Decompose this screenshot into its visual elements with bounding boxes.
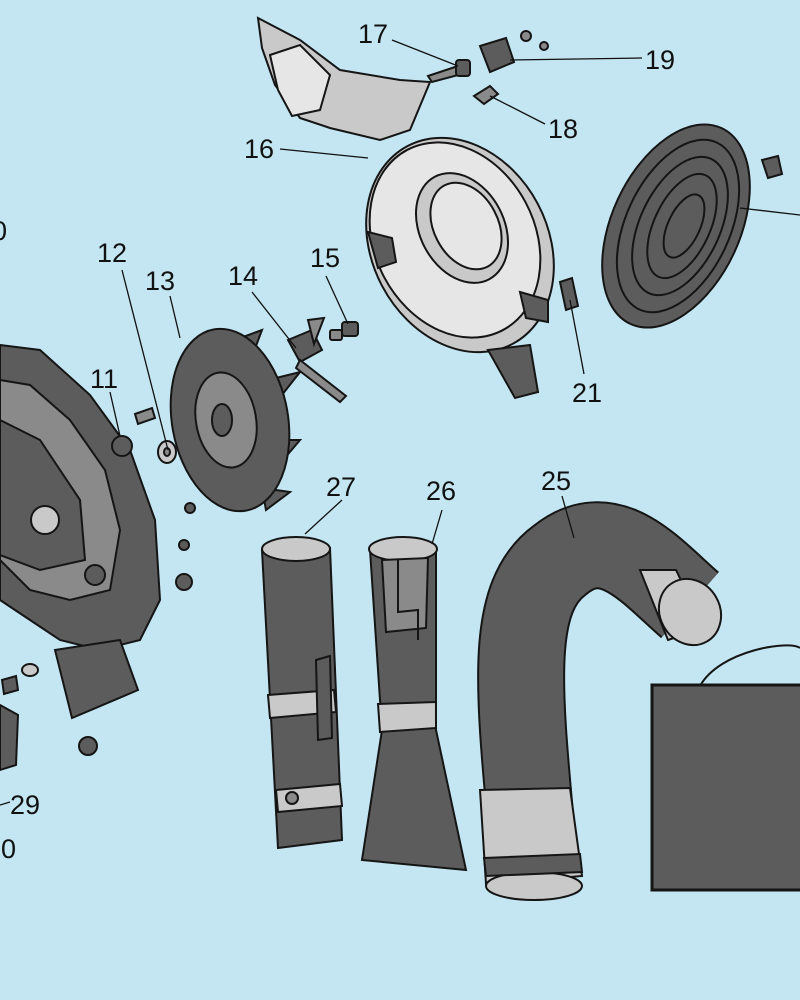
label-30: 30 [0, 834, 16, 864]
label-25: 25 [541, 466, 571, 496]
part-27-straight-tube [260, 536, 344, 850]
callout-labels: 17 19 18 16 12 13 14 15 11 21 27 26 25 2… [0, 19, 675, 864]
label-18: 18 [548, 114, 578, 144]
engine-housing [0, 343, 162, 772]
label-17: 17 [358, 19, 388, 49]
label-13: 13 [145, 266, 175, 296]
part-21-clip [558, 276, 580, 312]
label-26: 26 [426, 476, 456, 506]
part-20-recoil-cover [601, 123, 784, 329]
leader-lines [0, 39, 800, 806]
label-12: 12 [97, 238, 127, 268]
label-19: 19 [645, 45, 675, 75]
label-11: 11 [90, 364, 118, 394]
label-16: 16 [244, 134, 274, 164]
collection-bag [650, 644, 800, 892]
small-fasteners [0, 502, 196, 756]
part-15-nut [329, 321, 359, 341]
label-27: 27 [326, 472, 356, 502]
label-14: 14 [228, 261, 258, 291]
part-12-washer [157, 440, 177, 464]
part-11-nut [111, 406, 157, 457]
part-19-switch [478, 30, 549, 74]
part-14-spacer [286, 316, 348, 404]
label-20: 0 [0, 216, 7, 246]
label-21: 21 [572, 378, 602, 408]
label-15: 15 [310, 243, 340, 273]
part-18-clip [472, 84, 500, 106]
part-13-fan [169, 327, 303, 513]
part-26-nozzle [360, 536, 468, 872]
part-25-curved-hose [477, 501, 723, 901]
part-17-bolt [426, 59, 471, 84]
label-29: 29 [10, 790, 40, 820]
part-16-blower-housing [256, 16, 555, 400]
